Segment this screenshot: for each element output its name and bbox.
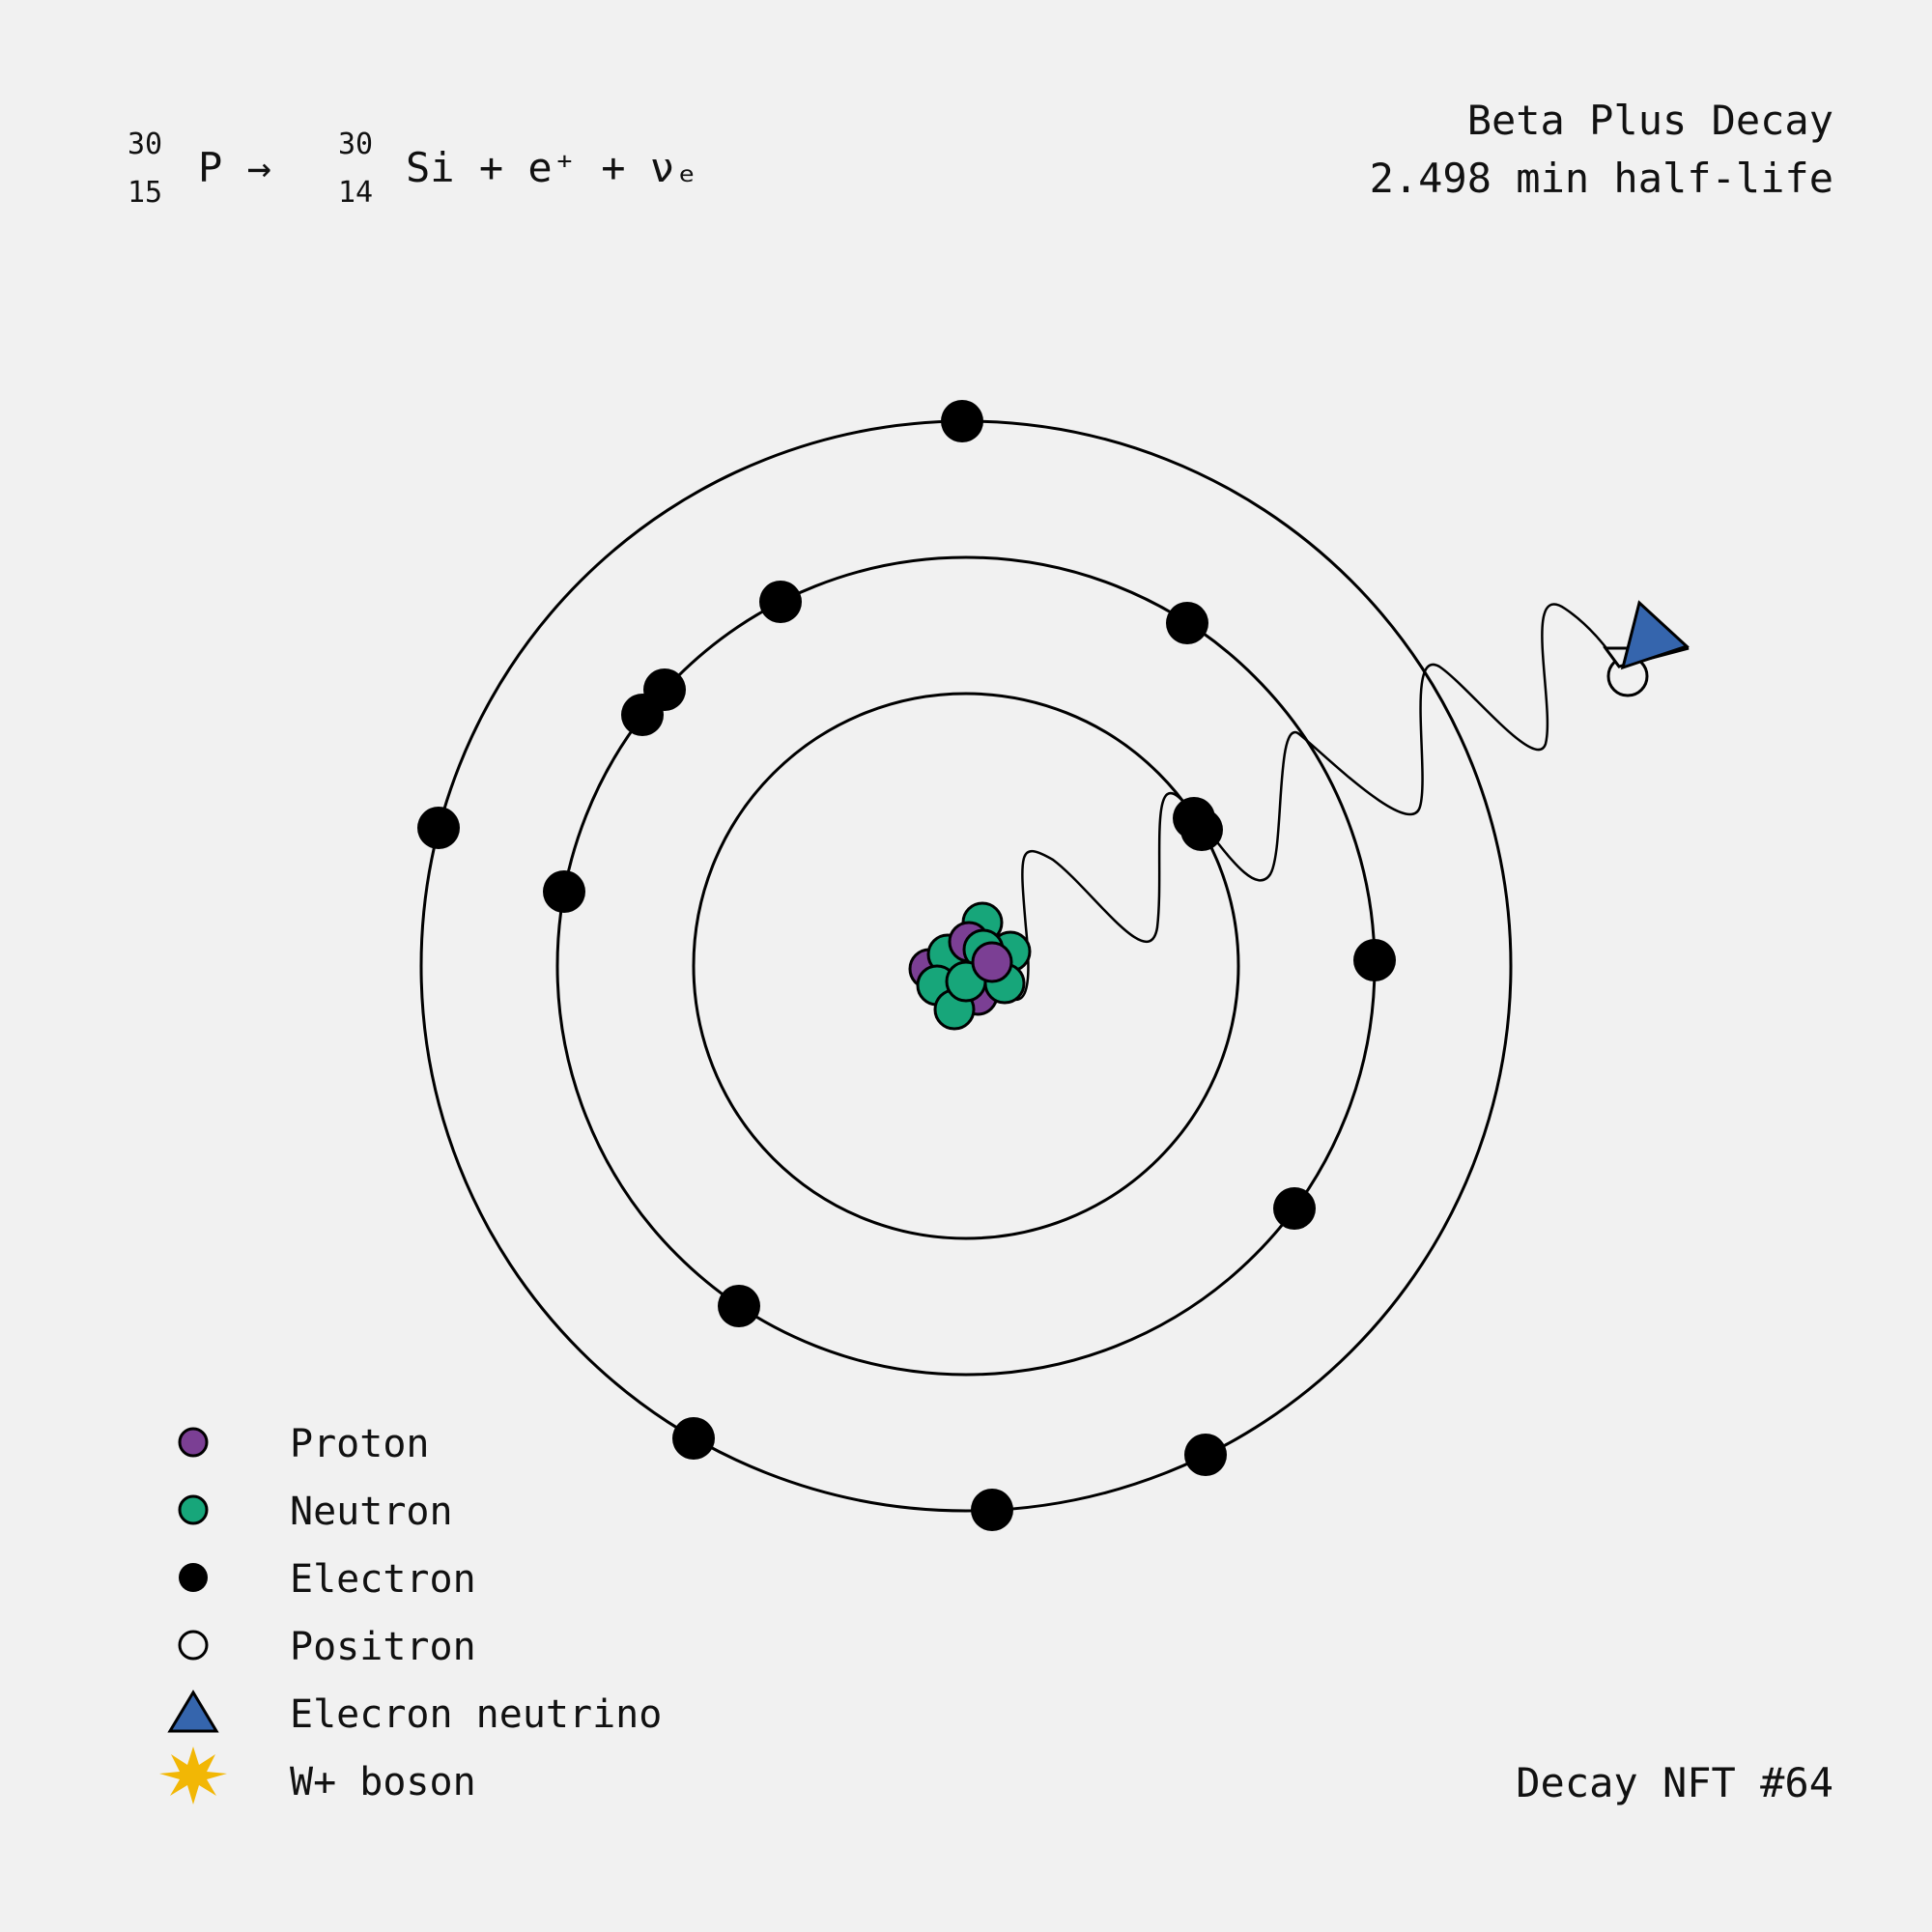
neutrino-icon	[167, 1690, 219, 1733]
electron	[718, 1285, 760, 1327]
daughter-products: Si + e⁺ + νₑ	[406, 144, 698, 191]
decay-equation: 30 15 P → 30 14 Si + e⁺ + νₑ	[128, 128, 698, 210]
neutron-icon	[178, 1494, 209, 1525]
electron	[1180, 809, 1223, 851]
electron	[1353, 939, 1396, 981]
boson-icon	[159, 1747, 227, 1804]
electron	[1166, 602, 1208, 644]
orbit-shell-1	[692, 692, 1240, 1240]
proton	[971, 941, 1013, 983]
daughter-atomic-number: 14	[338, 176, 373, 210]
electron	[417, 807, 460, 849]
electron	[543, 870, 585, 913]
electrons	[417, 400, 1396, 1531]
nft-label: Decay NFT #64	[1516, 1759, 1833, 1806]
electron-neutrino	[1620, 600, 1690, 670]
positron-icon	[178, 1630, 209, 1661]
parent-symbol: P →	[198, 144, 271, 191]
electron	[1273, 1187, 1316, 1230]
decay-type-title: Beta Plus Decay	[1467, 97, 1833, 144]
legend-label-neutrino: Elecron neutrino	[290, 1692, 662, 1737]
electron	[621, 694, 664, 736]
legend-label-positron: Positron	[290, 1625, 476, 1669]
parent-mass-number: 30	[128, 128, 162, 161]
electron	[759, 581, 802, 623]
w-boson-wave	[975, 603, 1630, 1001]
electron	[941, 400, 983, 442]
legend-label-neutron: Neutron	[290, 1490, 453, 1534]
half-life-label: 2.498 min half-life	[1370, 155, 1833, 202]
electron	[672, 1417, 715, 1460]
electron	[971, 1489, 1013, 1531]
legend-label-boson: W+ boson	[290, 1760, 476, 1804]
legend-label-proton: Proton	[290, 1422, 430, 1466]
electron	[1184, 1434, 1227, 1476]
nucleus	[908, 901, 1032, 1031]
parent-atomic-number: 15	[128, 176, 162, 210]
daughter-mass-number: 30	[338, 128, 373, 161]
legend: Proton Neutron Electron Positron Elecron…	[159, 1422, 662, 1804]
proton-icon	[178, 1427, 209, 1458]
electron-icon	[179, 1563, 208, 1592]
legend-label-electron: Electron	[290, 1557, 476, 1602]
